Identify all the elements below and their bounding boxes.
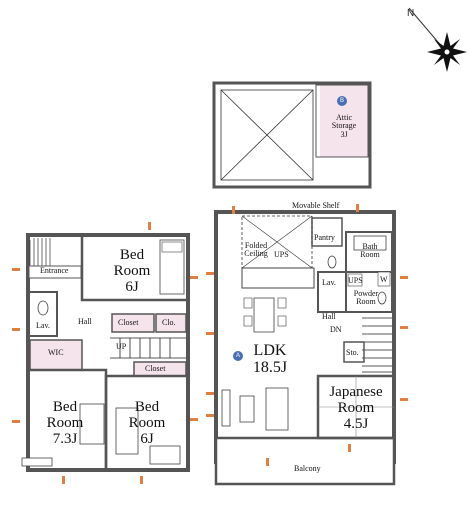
lower-lav-label: Lav. [322,278,336,287]
bedroom-se-name1: Bed [134,399,160,415]
bath-room-label: Bath Room [350,242,390,260]
attic-name: Attic [336,113,352,122]
bath-line1: Bath [362,242,378,251]
attic-name2: Storage [331,121,357,131]
bedroom-se-label: Bed Room 6J [122,399,172,447]
japanese-line2: Room [337,399,375,416]
ups2-label: UPS [348,276,363,285]
bedroom-se-name2: Room [128,414,166,431]
attic-badge: B [337,96,347,106]
powder-line2: Room [356,297,376,307]
closet1-label: Closet [118,318,139,327]
bedroom-ne-label: Bed Room 6J [104,247,160,295]
clo-label: Clo. [162,318,176,327]
bath-line2: Room [360,250,380,260]
ldk-name: LDK [253,342,287,359]
ldk-label: LDK 18.5J [246,342,294,377]
sto-label: Sto. [346,348,359,357]
folded-ceiling-label: Folded Ceiling [238,241,274,259]
wic-label: WIC [48,348,64,357]
bedroom-sw-name1: Bed [52,399,78,415]
bedroom-ne-name2: Room [113,262,151,279]
bedroom-ne-name1: Bed [119,247,145,263]
balcony-label: Balcony [294,464,321,473]
folded-ceiling-line2: Ceiling [244,249,268,259]
north-arrow-compass-icon: N [407,7,467,72]
pantry-label: Pantry [314,233,335,242]
closet2-label: Closet [145,364,166,373]
japanese-size: 4.5J [343,415,369,432]
upper-floor [21,233,190,472]
w-label: W [380,275,388,284]
japanese-line1: Japanese [329,384,383,400]
dn-label: DN [330,325,342,334]
attic-label: Attic Storage 3J [322,113,366,139]
powder-room-label: Powder Room [346,289,386,307]
ldk-size: 18.5J [252,358,288,376]
folded-ceiling-line1: Folded [244,241,268,250]
bedroom-se-size: 6J [140,430,154,447]
powder-line1: Powder [353,289,379,298]
ups1-label: UPS [274,250,289,259]
svg-text:N: N [407,8,414,19]
entrance-label: Entrance [40,266,69,275]
lower-floor [214,210,396,486]
japanese-room-label: Japanese Room 4.5J [316,384,396,432]
attic-size: 3J [340,129,348,139]
bedroom-ne-size: 6J [125,278,139,295]
window-markers [12,204,408,484]
upper-hall-label: Hall [78,317,92,326]
bedroom-sw-name2: Room [46,414,84,431]
bedroom-sw-size: 7.3J [52,430,78,447]
ldk-badge: A [233,351,243,361]
bedroom-sw-label: Bed Room 7.3J [40,399,90,447]
movable-shelf-label: Movable Shelf [292,201,340,210]
lower-hall-label: Hall [322,312,336,321]
upper-lav-label: Lav. [36,321,50,330]
up-label: UP [116,342,127,351]
